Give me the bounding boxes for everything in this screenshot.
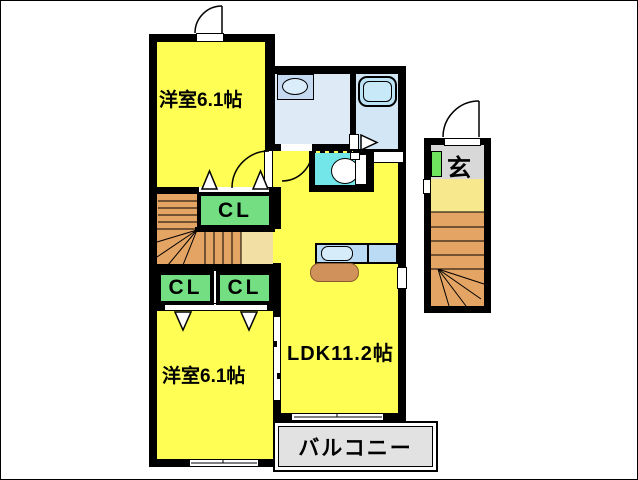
staircase-main-winder [157,229,197,265]
wall-segment [350,74,356,136]
bedroom-top-door-leaf [264,150,273,188]
wall-segment [149,34,157,467]
staircase-main-upper [157,194,197,229]
wall-segment [273,401,281,421]
toilet-tank [355,154,367,185]
wall-segment [265,144,281,151]
wall-segment [398,66,406,421]
bedroom-top-label: 洋室6.1帖 [159,90,243,111]
balcony-deck: バルコニー [273,421,438,472]
wall-segment [265,187,281,197]
ldk-floor [273,151,398,413]
wall-segment [273,263,281,316]
toilet-icon [331,158,359,184]
balcony-inner: バルコニー [278,426,433,467]
sliding-door-tick [277,373,281,379]
entry-door-sill [444,138,481,146]
bedroom-bottom-sliding-door [273,316,281,401]
closet-hall-label: CL [218,198,252,222]
kitchen-counter-divider [367,243,369,264]
balcony-label: バルコニー [298,436,413,460]
bedroom-top-floor [157,42,265,189]
washbasin-bowl [282,78,308,95]
closet-bottom-left: CL [157,271,214,305]
entry-door-swing [442,100,480,138]
shoe-cabinet [431,151,442,177]
kitchen-base-cabinet [310,263,359,282]
closet-bottom-right-label: CL [227,276,262,299]
ldk-corner-window [373,151,404,163]
closet-bottom-door-track [165,304,267,310]
bedroom-bottom-floor [157,309,273,461]
bedroom-bottom-label: 洋室6.1帖 [162,366,246,387]
washroom-door-sill [281,144,312,151]
room-door-swing [194,5,223,34]
wall-segment [265,34,275,151]
bathtub-inner [363,81,392,102]
staircase-entrance-treads [431,212,484,269]
closet-hall: CL [197,192,273,229]
kitchen-sink-icon [321,246,353,261]
ldk-side-window [397,267,407,289]
bedroom-bottom-window [189,459,259,467]
staircase-main-lower [197,229,241,265]
wall-segment [367,151,374,192]
stair-landing [241,229,273,265]
entry-side-window [423,179,431,194]
entrance-label: 玄 [447,155,471,182]
landing-ldk-opening [273,229,281,263]
staircase-entrance-winder [431,269,484,306]
wall-segment [195,227,275,232]
ldk-balcony-window [291,413,384,421]
closet-hall-door-track [199,187,269,194]
closet-bottom-right: CL [216,271,273,305]
toilet-lid-button [350,152,360,160]
wall-segment [265,66,406,74]
sliding-door-tick [273,341,277,347]
wall-segment [273,194,281,229]
wall-segment [309,185,374,192]
ldk-label: LDK11.2帖 [287,343,394,365]
entry-stair-landing [431,179,484,212]
wall-segment [312,144,353,151]
bedroom-top-door-sill [196,33,224,42]
bathroom-door-leaf [349,134,359,150]
wall-segment [149,264,275,271]
closet-bottom-left-label: CL [168,276,203,299]
